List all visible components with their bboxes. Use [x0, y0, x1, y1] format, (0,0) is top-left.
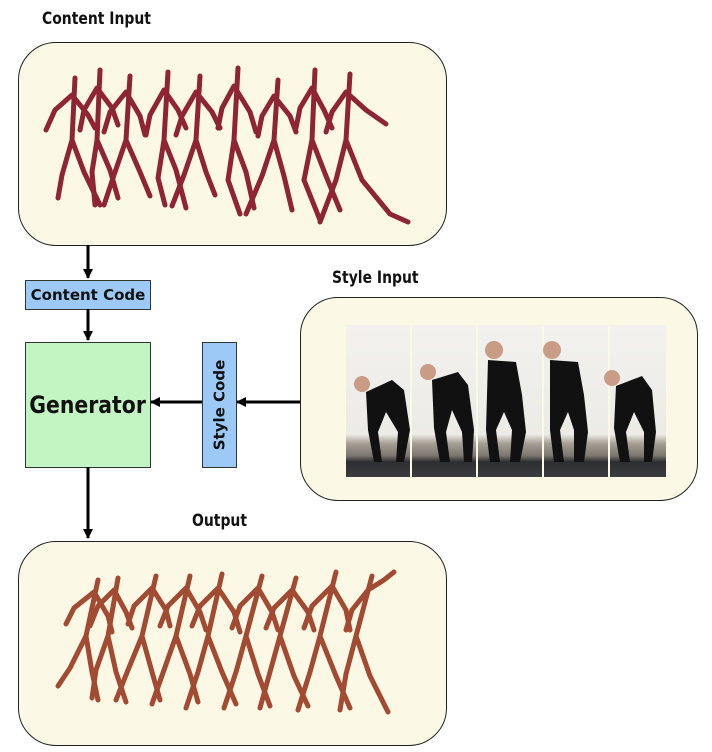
generator-label: Generator: [29, 391, 147, 419]
output-title: Output: [192, 511, 248, 531]
content-code-label: Content Code: [30, 286, 146, 304]
style-input-title: Style Input: [332, 268, 419, 288]
output-figures: [55, 569, 397, 715]
content-input-title: Content Input: [42, 9, 151, 29]
content-figures: [43, 65, 411, 225]
output-panel: [18, 541, 447, 746]
generator-box: Generator: [25, 342, 151, 468]
style-person-figures: [354, 341, 656, 462]
